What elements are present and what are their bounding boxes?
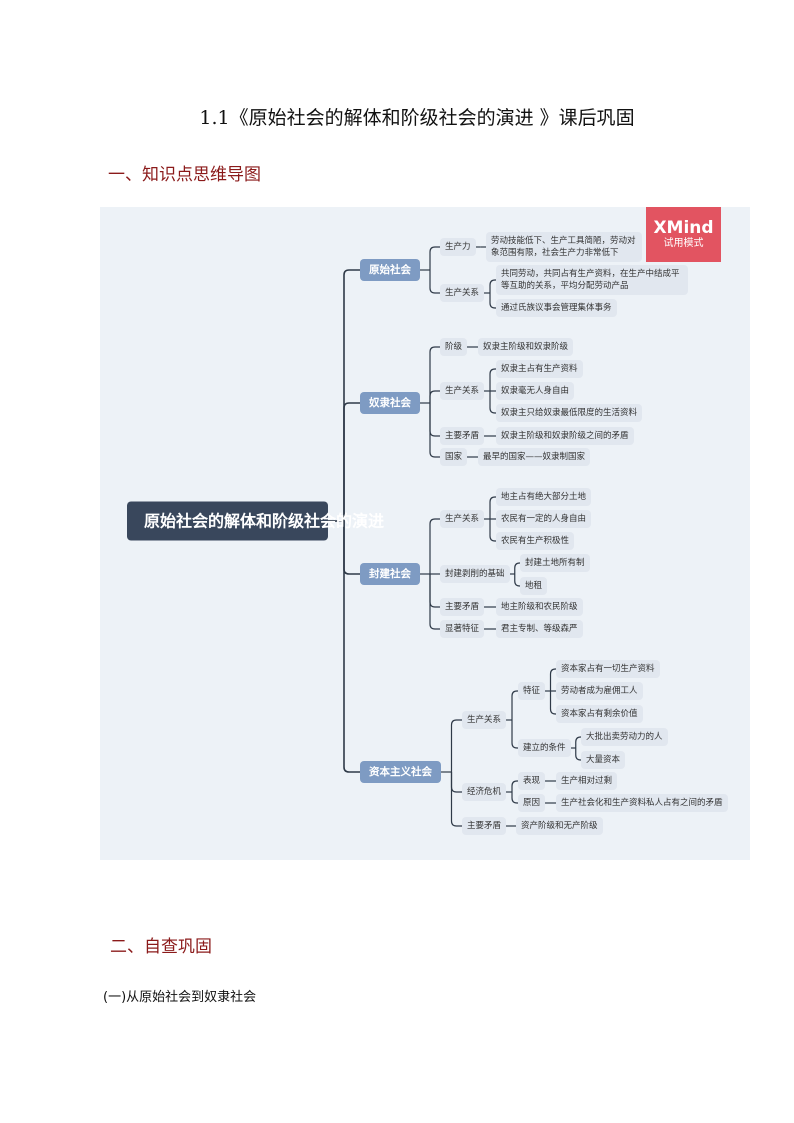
- mindmap-node: 生产关系: [440, 284, 485, 302]
- connector-line: [429, 346, 440, 403]
- connector-line: [429, 574, 440, 630]
- mindmap-node: 封建剥削的基础: [440, 565, 510, 583]
- connector-line: [429, 574, 440, 608]
- connector-line: [429, 403, 440, 458]
- connector-line: [514, 574, 520, 587]
- mindmap-root-node: 原始社会的解体和阶级社会的演进: [127, 501, 384, 541]
- mindmap-branch-node: 奴隶社会: [360, 392, 420, 414]
- mindmap-connectors: [328, 246, 581, 827]
- mindmap-branch-node: 资本主义社会: [360, 761, 441, 783]
- mindmap-node: 显著特征: [440, 620, 485, 638]
- connector-line: [514, 562, 520, 574]
- mindmap-node: 奴隶主阶级和奴隶阶级之间的矛盾: [496, 427, 634, 445]
- mindmap-node: 主要矛盾: [440, 598, 485, 616]
- mindmap-node: 农民有一定的人身自由: [496, 510, 592, 528]
- mindmap-node: 资本家占有一切生产资料: [556, 660, 660, 678]
- connector-line: [450, 772, 462, 827]
- mindmap-node: 生产关系: [462, 711, 507, 729]
- mindmap-node: 原因: [518, 794, 546, 812]
- xmind-logo-text: XMind: [653, 218, 714, 238]
- mindmap-node: 特征: [518, 682, 546, 700]
- mindmap-node: 封建土地所有制: [520, 554, 590, 572]
- connector-line: [549, 668, 556, 691]
- connector-line: [429, 246, 440, 270]
- mindmap-node: 劳动技能低下、生产工具简陋，劳动对象范围有限，社会生产力非常低下: [486, 232, 642, 262]
- mindmap-node: 生产力: [440, 238, 476, 256]
- mindmap-node: 地租: [520, 577, 548, 595]
- connector-line: [450, 772, 462, 793]
- subsection-heading: (一)从原始社会到奴隶社会: [103, 990, 257, 1005]
- connector-line: [575, 748, 581, 761]
- mindmap-node: 国家: [440, 448, 468, 466]
- mindmap-node: 奴隶主占有生产资料: [496, 360, 583, 378]
- section-heading-selfcheck: 二、自查巩固: [110, 937, 212, 957]
- mindmap-node: 生产相对过剩: [556, 772, 618, 790]
- mindmap-branch-node: 原始社会: [360, 259, 420, 281]
- connector-line: [343, 402, 360, 521]
- mindmap-node: 大批出卖劳动力的人: [581, 728, 668, 746]
- mindmap-image: XMind 试用模式 原始社会的解体和阶级社会的演进 原始社会 生产力劳动技能低下、…: [100, 207, 750, 860]
- mindmap-node: 地主占有绝大部分土地: [496, 488, 592, 506]
- mindmap-node: 资本家占有剩余价值: [556, 705, 643, 723]
- connector-line: [511, 720, 518, 749]
- mindmap-node: 主要矛盾: [462, 817, 507, 835]
- mindmap-node: 奴隶主阶级和奴隶阶级: [478, 338, 574, 356]
- mindmap-node: 大量资本: [581, 751, 626, 769]
- connector-line: [511, 690, 518, 720]
- mindmap-node: 生产关系: [440, 510, 485, 528]
- mindmap-node: 劳动者成为雇佣工人: [556, 682, 643, 700]
- connector-line: [489, 293, 496, 309]
- mindmap-node: 阶级: [440, 338, 468, 356]
- section-heading-mindmap: 一、知识点思维导图: [108, 165, 261, 185]
- connector-line: [450, 719, 462, 772]
- connector-line: [489, 519, 496, 542]
- connector-line: [429, 390, 440, 403]
- mindmap-node: 君主专制、等级森严: [496, 620, 583, 638]
- mindmap-branch-node: 封建社会: [360, 563, 420, 585]
- mindmap-node: 奴隶毫无人身自由: [496, 382, 575, 400]
- mindmap-node: 资产阶级和无产阶级: [516, 817, 603, 835]
- connector-line: [489, 496, 496, 519]
- trial-mode-label: 试用模式: [663, 238, 704, 249]
- connector-line: [489, 391, 496, 414]
- mindmap-node: 表现: [518, 772, 546, 790]
- connector-line: [489, 279, 496, 293]
- mindmap-node: 通过氏族议事会管理集体事务: [496, 299, 617, 317]
- mindmap-node: 经济危机: [462, 783, 507, 801]
- page-title: 1.1《原始社会的解体和阶级社会的演进 》课后巩固: [199, 107, 635, 129]
- connector-line: [549, 691, 556, 715]
- connector-line: [429, 518, 440, 574]
- connector-line: [429, 403, 440, 437]
- connector-line: [575, 736, 581, 748]
- mindmap-node: 最早的国家——奴隶制国家: [478, 448, 591, 466]
- mindmap-node: 农民有生产积极性: [496, 532, 575, 550]
- mindmap-node: 地主阶级和农民阶级: [496, 598, 583, 616]
- connector-line: [489, 368, 496, 391]
- mindmap-node: 生产社会化和生产资料私人占有之间的矛盾: [556, 794, 728, 812]
- connector-line: [429, 270, 440, 294]
- xmind-trial-badge: XMind 试用模式: [646, 207, 721, 262]
- mindmap-node: 主要矛盾: [440, 427, 485, 445]
- connector-line: [511, 792, 518, 804]
- connector-line: [511, 780, 518, 792]
- mindmap-node: 共同劳动，共同占有生产资料，在生产中结成平等互助的关系，平均分配劳动产品: [496, 265, 688, 295]
- mindmap-node: 奴隶主只给奴隶最低限度的生活资料: [496, 404, 643, 422]
- mindmap-node: 生产关系: [440, 382, 485, 400]
- connector-line: [343, 521, 360, 773]
- mindmap-node: 建立的条件: [518, 739, 571, 757]
- connector-line: [343, 269, 360, 521]
